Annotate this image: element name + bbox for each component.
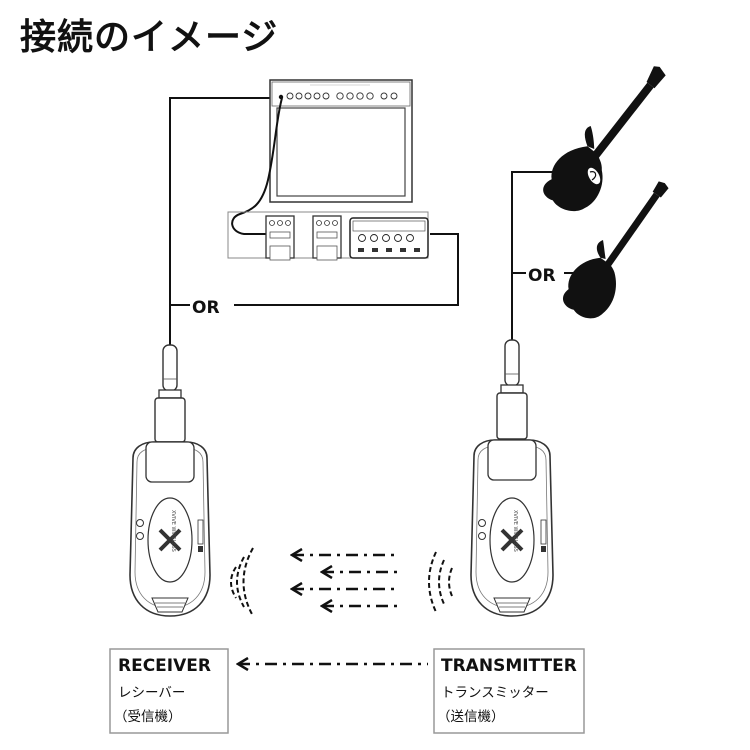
or-label-left: OR: [192, 298, 220, 318]
receiver-title: RECEIVER: [118, 656, 211, 676]
amp-cable: [231, 97, 283, 235]
effect-pedal-icon: [312, 215, 342, 261]
svg-text:XVIVE WIRELESS: XVIVE WIRELESS: [512, 510, 518, 552]
amplifier-icon: [269, 79, 413, 203]
transmitter-subtitle-2: （送信機）: [437, 709, 505, 725]
multi-effect-icon: [349, 217, 429, 259]
signal-wave-icon: [428, 551, 453, 613]
dash-arrow-icon: [322, 572, 400, 606]
page-title: 接続のイメージ: [20, 17, 279, 58]
or-label-right: OR: [528, 266, 556, 286]
wireless-transmitter-icon: XVIVE WIRELESS: [470, 330, 554, 617]
electric-guitar-icon: [543, 66, 666, 212]
electric-bass-icon: [562, 181, 669, 319]
left-wiring: [169, 97, 459, 345]
svg-text:XVIVE WIRELESS: XVIVE WIRELESS: [170, 510, 176, 552]
transmitter-subtitle-1: トランスミッター: [441, 685, 549, 701]
or-label-left-group: OR: [190, 296, 234, 318]
wireless-receiver-icon: XVIVE WIRELESS: [129, 335, 211, 617]
dash-arrow-icon: [292, 555, 400, 589]
receiver-subtitle-2: （受信機）: [114, 709, 182, 725]
receiver-subtitle-1: レシーバー: [118, 685, 185, 701]
transmitter-title: TRANSMITTER: [441, 656, 577, 676]
effect-pedal-icon: [265, 215, 295, 261]
transmitter-box: TRANSMITTER トランスミッター （送信機）: [433, 648, 585, 734]
receiver-box: RECEIVER レシーバー （受信機）: [109, 648, 229, 734]
or-label-right-group: OR: [526, 264, 564, 286]
signal-wave-icon: [230, 547, 254, 617]
